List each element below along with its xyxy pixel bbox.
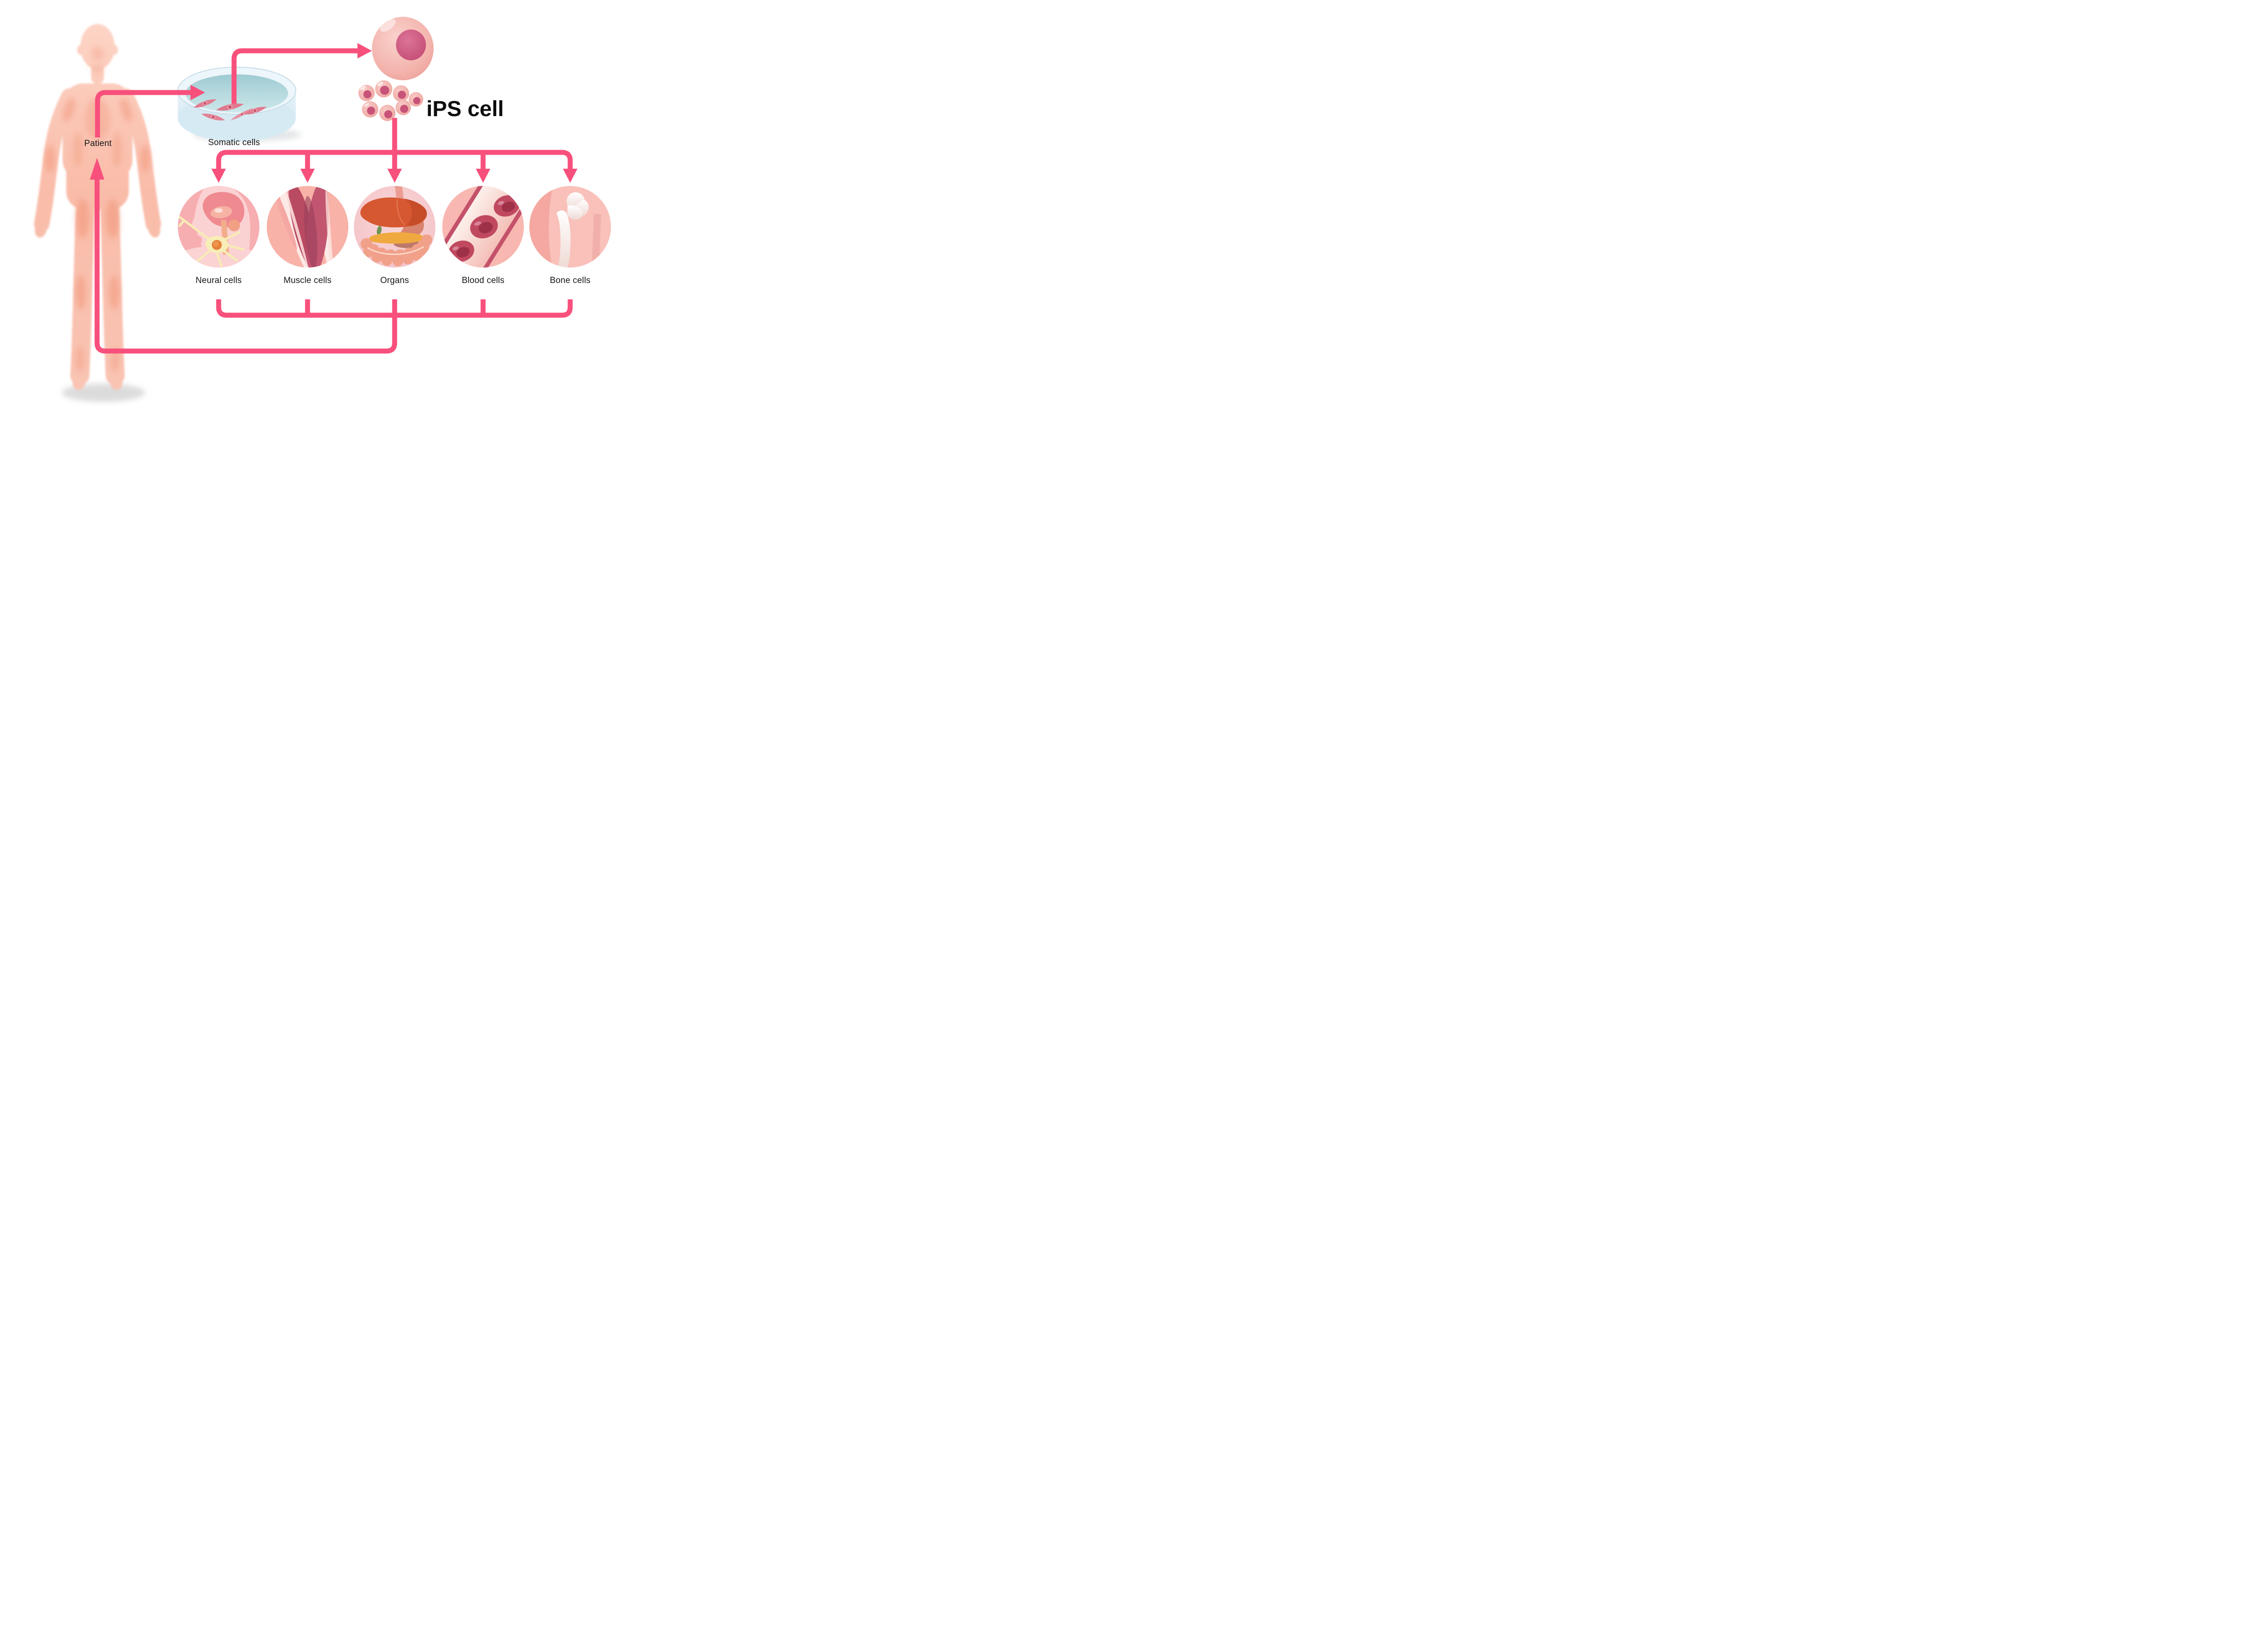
bone-cells-label: Bone cells [550,276,591,285]
ips-cell-cluster-icon [358,80,423,121]
blood-cells-circle [442,186,524,268]
arrow-dish-to-ips [231,43,372,105]
flow-arrows [90,43,577,354]
bone-cells-circle [529,186,611,268]
femur-bone-icon [529,186,611,268]
somatic-cells-icon [193,99,267,121]
muscle-cells-label: Muscle cells [284,276,332,285]
ips-cell-label: iPS cell [426,97,504,121]
neural-cells-circle [178,186,259,268]
arrow-return-to-patient [90,158,573,354]
diagram-artwork [34,17,611,402]
muscle-cells-circle [267,186,348,268]
somatic-cells-label: Somatic cells [208,138,260,147]
blood-cells-label: Blood cells [461,276,505,285]
neural-cells-label: Neural cells [196,276,242,285]
organs-label: Organs [380,276,409,285]
muscle-fiber-icon [267,186,348,268]
digestive-organs-icon [354,186,435,268]
arrow-ips-to-cell-types [211,118,577,183]
organs-circle [354,186,435,268]
red-blood-cells-icon [442,186,524,268]
ips-diagram: Patient Somatic cells iPS cell Neural ce… [0,0,625,406]
patient-label: Patient [84,139,112,148]
neuron-brain-icon [178,186,259,268]
arrow-patient-to-dish [95,85,205,137]
ips-cell-icon [372,17,434,80]
